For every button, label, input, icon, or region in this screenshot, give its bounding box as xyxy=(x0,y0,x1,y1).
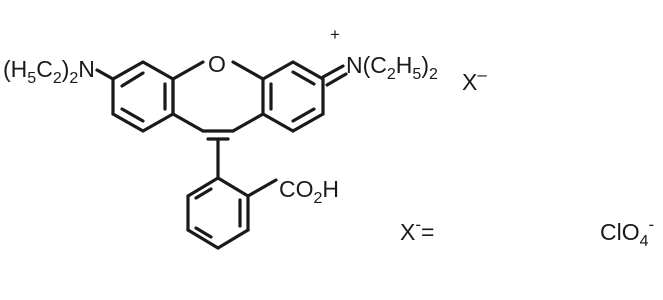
left-amine-close: ) xyxy=(62,56,70,82)
bond xyxy=(261,112,295,133)
double-bond-inner xyxy=(194,226,213,239)
double-bond-inner xyxy=(120,71,145,88)
double-bond-inner xyxy=(194,187,213,200)
iminium-charge-label: + xyxy=(330,25,340,44)
bond xyxy=(186,176,220,198)
iminium-double-bond-second xyxy=(325,72,348,87)
bond xyxy=(261,60,295,81)
left-amine-count-subscript: 2 xyxy=(69,70,78,87)
left-amine-n: N xyxy=(78,56,95,82)
bond xyxy=(291,112,325,133)
bond xyxy=(171,60,205,81)
right-amine-h-subscript: 5 xyxy=(412,66,421,83)
double-bond-inner xyxy=(120,107,145,123)
phenyl-ring xyxy=(186,138,278,250)
anion-definition-x: X xyxy=(400,219,415,245)
bond xyxy=(291,60,325,81)
right-amine-n: N(C xyxy=(346,52,387,78)
ring-oxygen-label: O xyxy=(208,51,226,77)
bond xyxy=(216,228,250,250)
left-amine-c: C xyxy=(36,56,53,82)
perchlorate-label: ClO4- xyxy=(600,215,654,250)
bond xyxy=(231,60,265,81)
anion-definition-label: X-= xyxy=(400,215,434,245)
left-diethylamino-label: (H5C2)2N xyxy=(3,56,95,87)
right-diethyliminium-label: N(C2H5)2 xyxy=(346,52,438,83)
carboxyl-h: H xyxy=(322,176,339,202)
perchlorate-charge: - xyxy=(649,215,655,234)
counter-anion-x: X xyxy=(462,69,477,95)
iminium-double-bond xyxy=(321,64,345,79)
anion-definition-equals: = xyxy=(421,219,434,245)
bond xyxy=(231,112,265,133)
right-amine-h: H xyxy=(396,52,413,78)
bond xyxy=(171,112,205,133)
bond xyxy=(111,60,145,81)
bond xyxy=(111,112,145,133)
double-bond-inner xyxy=(291,70,316,86)
left-amine-h-subscript: 5 xyxy=(27,70,36,87)
counter-anion-charge: – xyxy=(477,65,487,84)
left-aromatic-ring xyxy=(111,60,175,133)
carboxylic-acid-label: CO2H xyxy=(279,176,339,207)
bond xyxy=(216,176,250,198)
perchlorate-o-subscript: 4 xyxy=(640,233,649,250)
bond xyxy=(141,60,175,81)
right-amine-close: ) xyxy=(421,52,429,78)
bond xyxy=(141,112,175,133)
left-amine-c-subscript: 2 xyxy=(53,70,62,87)
carboxyl-co: CO xyxy=(279,176,314,202)
bond xyxy=(186,228,220,250)
carboxyl-bond xyxy=(246,178,278,198)
right-amine-c-subscript: 2 xyxy=(387,66,396,83)
anion-definition-charge: - xyxy=(415,215,421,234)
right-aromatic-ring xyxy=(261,60,325,133)
carboxyl-o-subscript: 2 xyxy=(314,190,323,207)
perchlorate-clo: ClO xyxy=(600,219,640,245)
right-amine-count-subscript: 2 xyxy=(429,66,438,83)
left-amine-bond xyxy=(95,68,115,81)
counter-anion-label: X– xyxy=(462,65,487,95)
double-bond-inner xyxy=(291,107,316,123)
left-amine-open: (H xyxy=(3,56,27,82)
